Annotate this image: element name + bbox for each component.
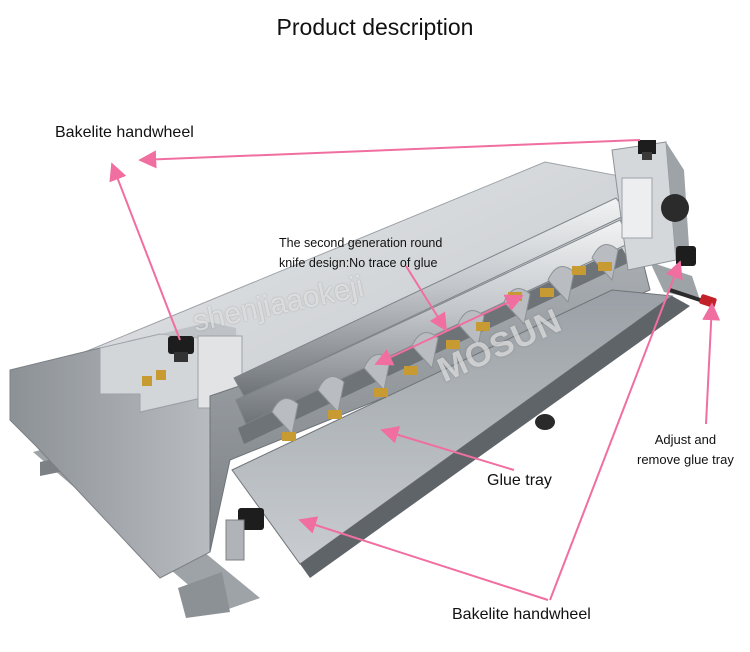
right-housing [611,141,690,271]
pointer-arrows [109,139,721,601]
label-bakelite-handwheel-top: Bakelite handwheel [55,124,194,141]
page-title: Product description [276,14,474,40]
label-adjust-glue-tray: Adjust and remove glue tray [637,430,734,470]
left-knob [142,336,194,386]
label-adjust-line2: remove glue tray [637,452,734,467]
label-glue-tray: Glue tray [487,472,552,489]
label-round-knife-line1: The second generation round [279,236,443,250]
bottom-left-knob [225,508,264,561]
left-housing [9,322,243,579]
label-round-knife-line2: knife design:No trace of glue [279,256,438,270]
label-bakelite-handwheel-bottom: Bakelite handwheel [452,606,591,623]
label-round-knife: The second generation round knife design… [279,233,479,273]
glue-tray [231,289,690,578]
label-adjust-line1: Adjust and [654,432,717,447]
top-right-knob [638,140,656,160]
